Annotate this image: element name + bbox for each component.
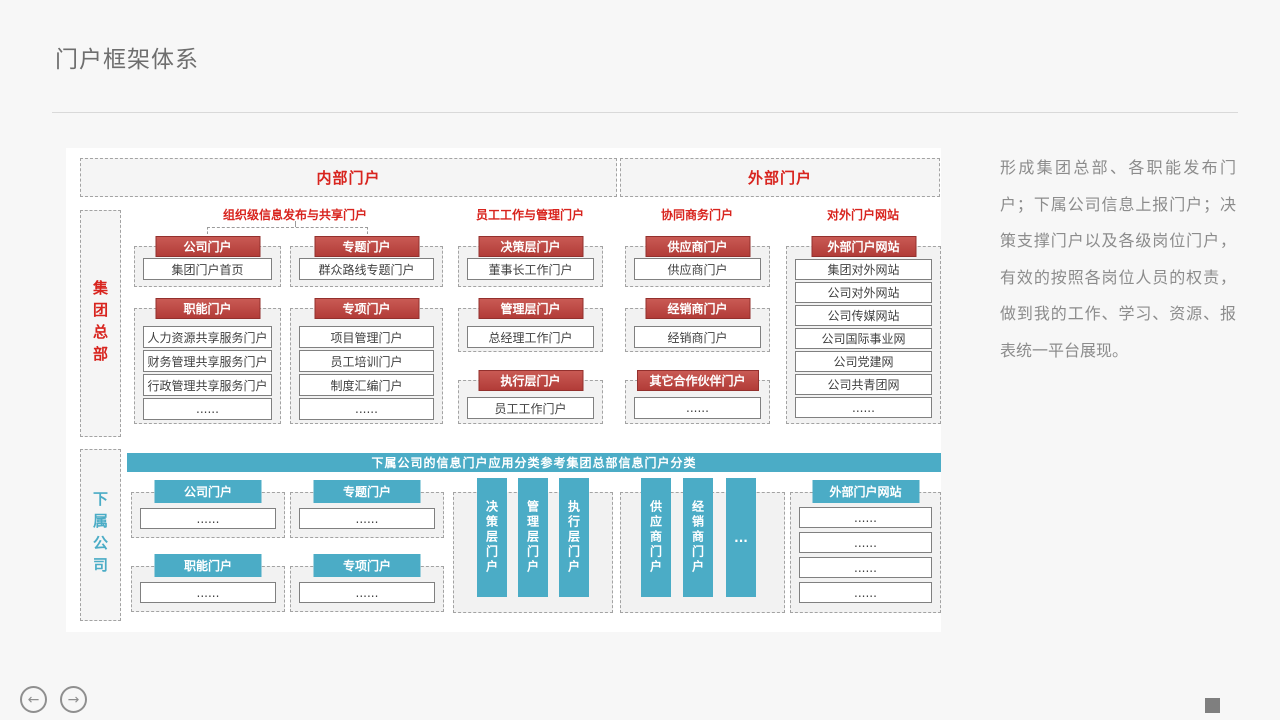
sub-partner-portal: ... [726,478,756,597]
group-header: 供应商门户 [645,236,750,257]
hq-dealer-portal-group: 经销商门户 经销商门户 [625,298,770,352]
side-label-subsidiary: 下属公司 [80,449,121,621]
subsidiary-banner: 下属公司的信息门户应用分类参考集团总部信息门户分类 [127,453,941,472]
hq-special-portal-group: 专题门户 群众路线专题门户 [290,236,443,287]
portal-item: ...... [299,582,435,603]
group-header: 外部门户网站 [811,236,916,257]
group-header: 外部门户网站 [812,480,919,503]
portal-item: 制度汇编门户 [299,374,434,396]
sub-special-portal-group: 专题门户 ...... [290,480,444,538]
group-header: 公司门户 [155,236,260,257]
portal-item: 公司党建网 [795,351,932,372]
title-divider [52,112,1238,113]
portal-item: ...... [799,507,932,528]
hq-functional-portal-group: 职能门户 人力资源共享服务门户 财务管理共享服务门户 行政管理共享服务门户 ..… [134,298,281,424]
bracket-connector [207,227,368,234]
column-label-collab-business: 协同商务门户 [660,208,734,222]
group-header: 职能门户 [155,298,260,319]
side-label-group-hq: 集团总部 [80,210,121,437]
bracket-stem [295,221,296,227]
column-label-staff-work: 员工工作与管理门户 [475,208,585,222]
portal-item: ...... [299,398,434,420]
portal-item: 员工培训门户 [299,350,434,372]
sub-functional-portal-group: 职能门户 ...... [131,554,285,612]
header-internal-portal: 内部门户 [80,158,617,197]
hq-management-portal-group: 管理层门户 总经理工作门户 [458,298,603,352]
hq-project-portal-group: 专项门户 项目管理门户 员工培训门户 制度汇编门户 ...... [290,298,443,424]
hq-company-portal-group: 公司门户 集团门户首页 [134,236,281,287]
header-external-portal: 外部门户 [620,158,940,197]
portal-item: 经销商门户 [634,326,761,348]
column-label-external-site: 对外门户网站 [826,208,900,222]
sub-company-portal-group: 公司门户 ...... [131,480,285,538]
portal-item: 员工工作门户 [467,397,594,419]
prev-slide-button[interactable]: ← [20,686,47,713]
sub-external-site-group: 外部门户网站 ...... ...... ...... ...... [790,480,941,613]
slide-note-text: 形成集团总部、各职能发布门户；下属公司信息上报门户；决策支撑门户以及各级岗位门户… [1000,158,1236,360]
portal-item: 集团门户首页 [143,258,272,280]
hq-partner-portal-group: 其它合作伙伴门户 ...... [625,370,770,424]
hq-decision-portal-group: 决策层门户 董事长工作门户 [458,236,603,287]
group-header: 专项门户 [313,554,421,577]
portal-item: 行政管理共享服务门户 [143,374,272,396]
portal-item: ...... [799,532,932,553]
corner-decoration [1205,698,1220,713]
group-header: 管理层门户 [478,298,583,319]
portal-item: 项目管理门户 [299,326,434,348]
sub-level-portal: 管理层门户 [518,478,548,597]
group-header: 专题门户 [313,480,421,503]
sub-partner-portal: 供应商门户 [641,478,671,597]
portal-item: ...... [634,397,761,419]
portal-item: ...... [799,582,932,603]
portal-item: 董事长工作门户 [467,258,594,280]
group-header: 专题门户 [314,236,419,257]
group-header: 职能门户 [154,554,262,577]
next-slide-button[interactable]: → [60,686,87,713]
portal-item: ...... [299,508,435,529]
group-header: 经销商门户 [645,298,750,319]
portal-item: ...... [799,557,932,578]
hq-execution-portal-group: 执行层门户 员工工作门户 [458,370,603,424]
sub-project-portal-group: 专项门户 ...... [290,554,444,612]
arrow-left-icon: ← [27,691,40,708]
sub-level-portal: 执行层门户 [559,478,589,597]
arrow-right-icon: → [67,691,80,708]
group-header: 决策层门户 [478,236,583,257]
portal-item: 总经理工作门户 [467,326,594,348]
page-title: 门户框架体系 [55,47,199,73]
portal-item: 供应商门户 [634,258,761,280]
portal-framework-diagram: 内部门户 外部门户 集团总部 下属公司 组织级信息发布与共享门户 员工工作与管理… [66,148,941,632]
portal-item: 集团对外网站 [795,259,932,280]
portal-item: ...... [140,582,276,603]
group-header: 其它合作伙伴门户 [636,370,759,391]
group-header: 公司门户 [154,480,262,503]
hq-supplier-portal-group: 供应商门户 供应商门户 [625,236,770,287]
sub-level-portal: 决策层门户 [477,478,507,597]
hq-external-site-group: 外部门户网站 集团对外网站 公司对外网站 公司传媒网站 公司国际事业网 公司党建… [786,236,941,424]
portal-item: 人力资源共享服务门户 [143,326,272,348]
portal-item: 公司传媒网站 [795,305,932,326]
column-label-org-info: 组织级信息发布与共享门户 [222,208,368,222]
group-header: 专项门户 [314,298,419,319]
portal-item: 群众路线专题门户 [299,258,434,280]
portal-item: ...... [143,398,272,420]
portal-item: 公司国际事业网 [795,328,932,349]
portal-item: 公司共青团网 [795,374,932,395]
sub-partner-portal: 经销商门户 [683,478,713,597]
portal-item: ...... [795,397,932,418]
portal-item: ...... [140,508,276,529]
group-header: 执行层门户 [478,370,583,391]
portal-item: 公司对外网站 [795,282,932,303]
portal-item: 财务管理共享服务门户 [143,350,272,372]
